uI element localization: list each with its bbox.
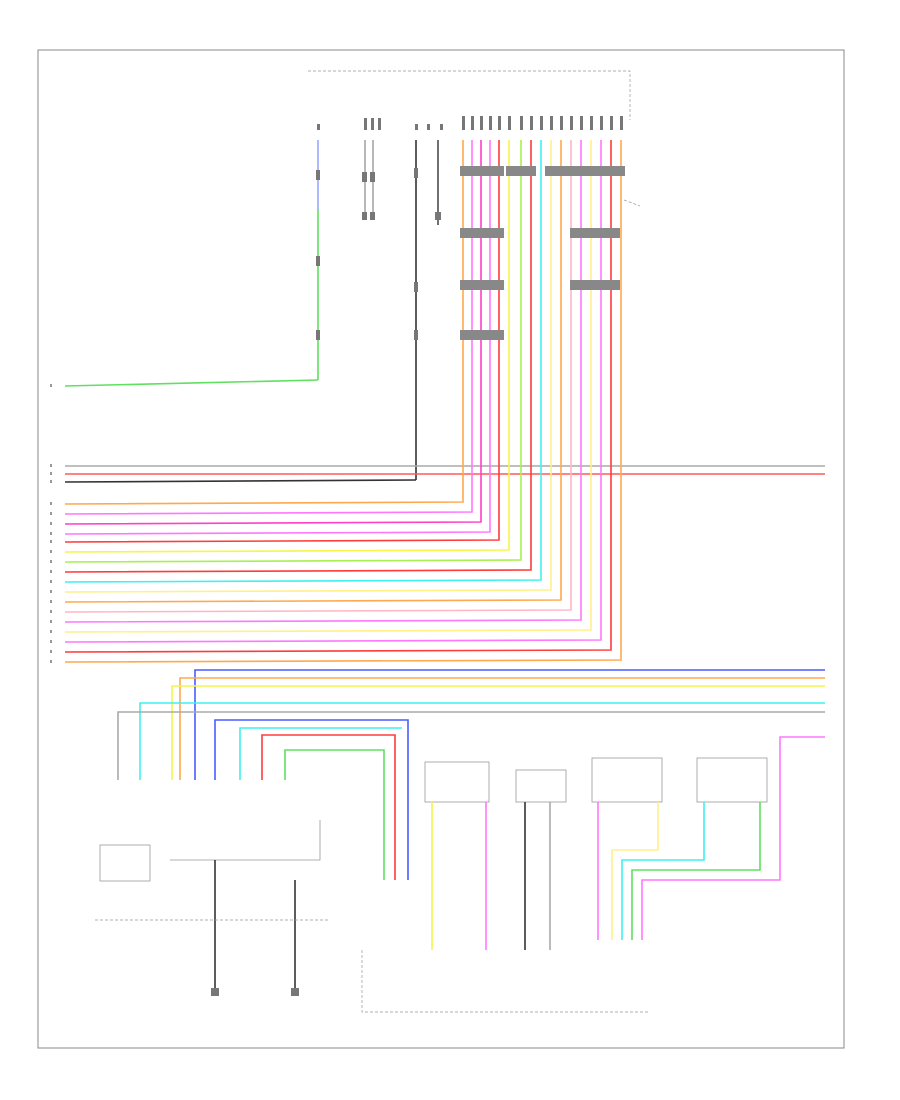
diagram-frame <box>37 49 845 1049</box>
wire-bundle <box>64 140 622 663</box>
module-wires <box>214 719 409 880</box>
sensor-modules <box>424 757 768 803</box>
ground-connector-a <box>362 140 375 220</box>
module-outline <box>170 820 321 861</box>
sensor-wires <box>431 802 781 950</box>
left-edge-marks <box>50 384 52 663</box>
control-module <box>99 844 151 882</box>
bundle-connectors <box>460 166 625 340</box>
wire-left-green <box>64 140 320 387</box>
ground-connector-b <box>435 140 441 225</box>
top-connector-outline <box>308 70 631 120</box>
wire-red-through <box>65 465 825 475</box>
ground-wires <box>211 860 299 996</box>
right-ref-line <box>623 199 641 207</box>
lower-bundle <box>117 669 825 820</box>
wire-black-main <box>64 140 418 483</box>
bottom-connector-outline <box>361 950 650 1013</box>
top-pin-labels <box>317 116 623 130</box>
